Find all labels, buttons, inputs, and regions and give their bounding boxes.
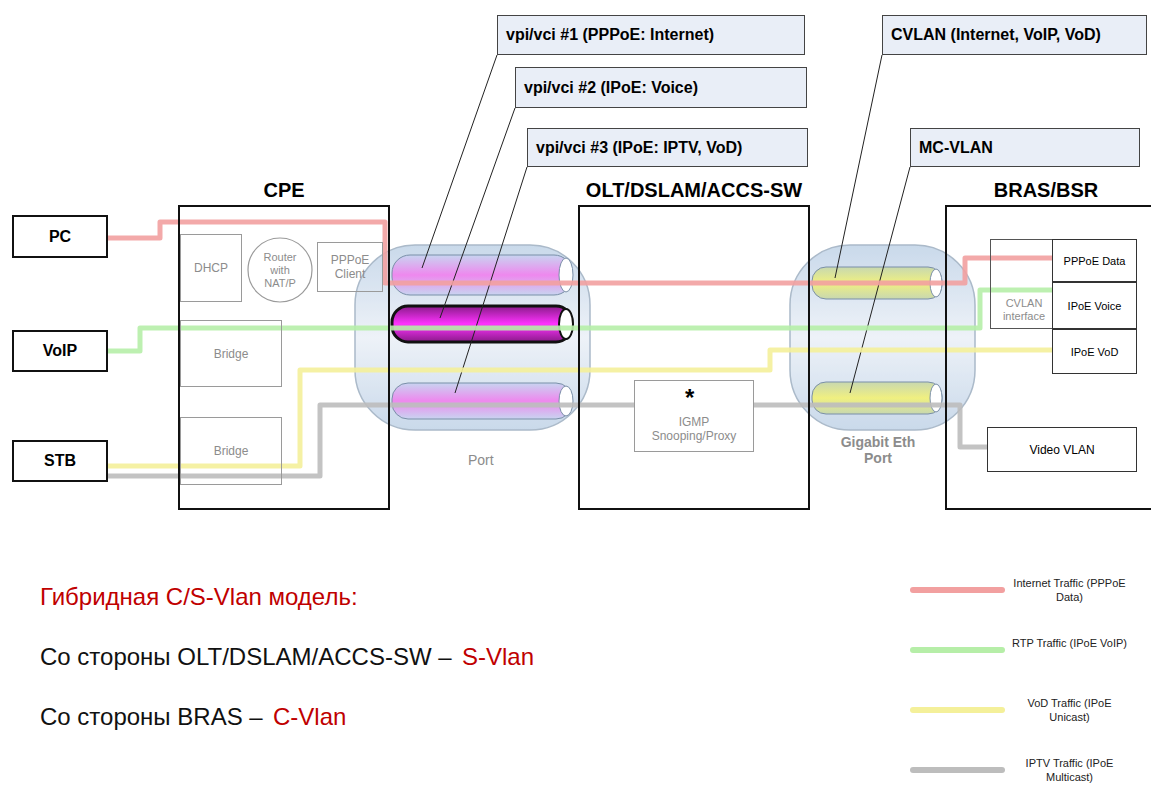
terminal-box: STB xyxy=(12,440,108,482)
node-label: CVLAN (Internet, VoIP, VoD) xyxy=(891,26,1101,44)
function-box: DHCP xyxy=(180,234,242,302)
service-box: IPoE Voice xyxy=(1052,282,1137,329)
equipment-heading: OLT/DSLAM/ACCS-SW xyxy=(580,179,808,202)
function-box: Bridge xyxy=(180,417,282,485)
node-label: vpi/vci #3 (IPoE: IPTV, VoD) xyxy=(536,139,742,157)
service-box: Video VLAN xyxy=(987,427,1137,472)
function-box: Bridge xyxy=(180,320,282,387)
legend-text: IPTV Traffic (IPoE Multicast) xyxy=(1012,756,1127,784)
equipment-box: OLT/DSLAM/ACCS-SWIGMP Snooping/Proxy xyxy=(578,205,810,510)
node-label: VoIP xyxy=(43,342,77,360)
callout-box: vpi/vci #2 (IPoE: Voice) xyxy=(515,67,807,108)
legend-swatch xyxy=(910,647,1005,653)
terminal-box: VoIP xyxy=(12,330,108,372)
model-value: S-Vlan xyxy=(462,643,534,671)
function-box: PPPoE Client xyxy=(317,242,383,292)
legend-text: Internet Traffic (PPPoE Data) xyxy=(1012,576,1127,604)
callout-box: vpi/vci #3 (IPoE: IPTV, VoD) xyxy=(527,128,808,167)
callout-box: vpi/vci #1 (PPPoE: Internet) xyxy=(497,15,805,55)
node-label: DHCP xyxy=(194,261,228,275)
legend-swatch xyxy=(910,767,1005,773)
node-label: PPPoE Data xyxy=(1064,255,1126,267)
node-label: STB xyxy=(44,452,76,470)
node-label: IGMP Snooping/Proxy xyxy=(639,415,749,443)
traffic-line xyxy=(108,350,1052,466)
callout-box: MC-VLAN xyxy=(910,128,1140,167)
model-text: Со стороны BRAS – xyxy=(40,703,263,731)
node-label: PC xyxy=(49,228,71,246)
legend-swatch xyxy=(910,707,1005,713)
node-label: IPoE VoD xyxy=(1071,346,1119,358)
legend-text: RTP Traffic (IPoE VoIP) xyxy=(1012,636,1127,650)
equipment-box: CPEDHCPRouter with NAT/PPPPoE ClientBrid… xyxy=(178,205,390,510)
model-value: C-Vlan xyxy=(273,703,346,731)
node-label: IPoE Voice xyxy=(1068,300,1122,312)
equipment-heading: BRAS/BSR xyxy=(947,179,1145,202)
model-heading: Гибридная C/S-Vlan модель: xyxy=(40,583,358,611)
node-label: Video VLAN xyxy=(1029,443,1094,457)
footnote-mark: * xyxy=(685,384,694,412)
equipment-box: BRAS/BSRCVLAN interfacePPPoE DataIPoE Vo… xyxy=(945,205,1151,510)
router-circle: Router with NAT/P xyxy=(247,237,313,303)
node-label: vpi/vci #1 (PPPoE: Internet) xyxy=(506,26,714,44)
port-label: Port xyxy=(468,452,494,468)
node-label: vpi/vci #2 (IPoE: Voice) xyxy=(524,79,698,97)
service-box: PPPoE Data xyxy=(1052,239,1137,282)
node-label: Bridge xyxy=(214,347,249,361)
node-label: PPPoE Client xyxy=(318,253,382,281)
traffic-line xyxy=(108,405,634,476)
node-label: Router with NAT/P xyxy=(254,251,306,290)
port-label: Gigabit Eth Port xyxy=(828,434,928,466)
legend-swatch xyxy=(910,587,1005,593)
legend-text: VoD Traffic (IPoE Unicast) xyxy=(1012,696,1127,724)
terminal-box: PC xyxy=(12,215,108,258)
service-box: IPoE VoD xyxy=(1052,329,1137,374)
model-text: Со стороны OLT/DSLAM/ACCS-SW – xyxy=(40,643,452,671)
interface-box: CVLAN interface xyxy=(990,239,1058,329)
traffic-line xyxy=(108,222,1052,283)
equipment-heading: CPE xyxy=(180,179,388,202)
node-label: Bridge xyxy=(214,444,249,458)
callout-box: CVLAN (Internet, VoIP, VoD) xyxy=(882,15,1147,55)
node-label: CVLAN interface xyxy=(991,297,1057,323)
node-label: MC-VLAN xyxy=(919,139,993,157)
